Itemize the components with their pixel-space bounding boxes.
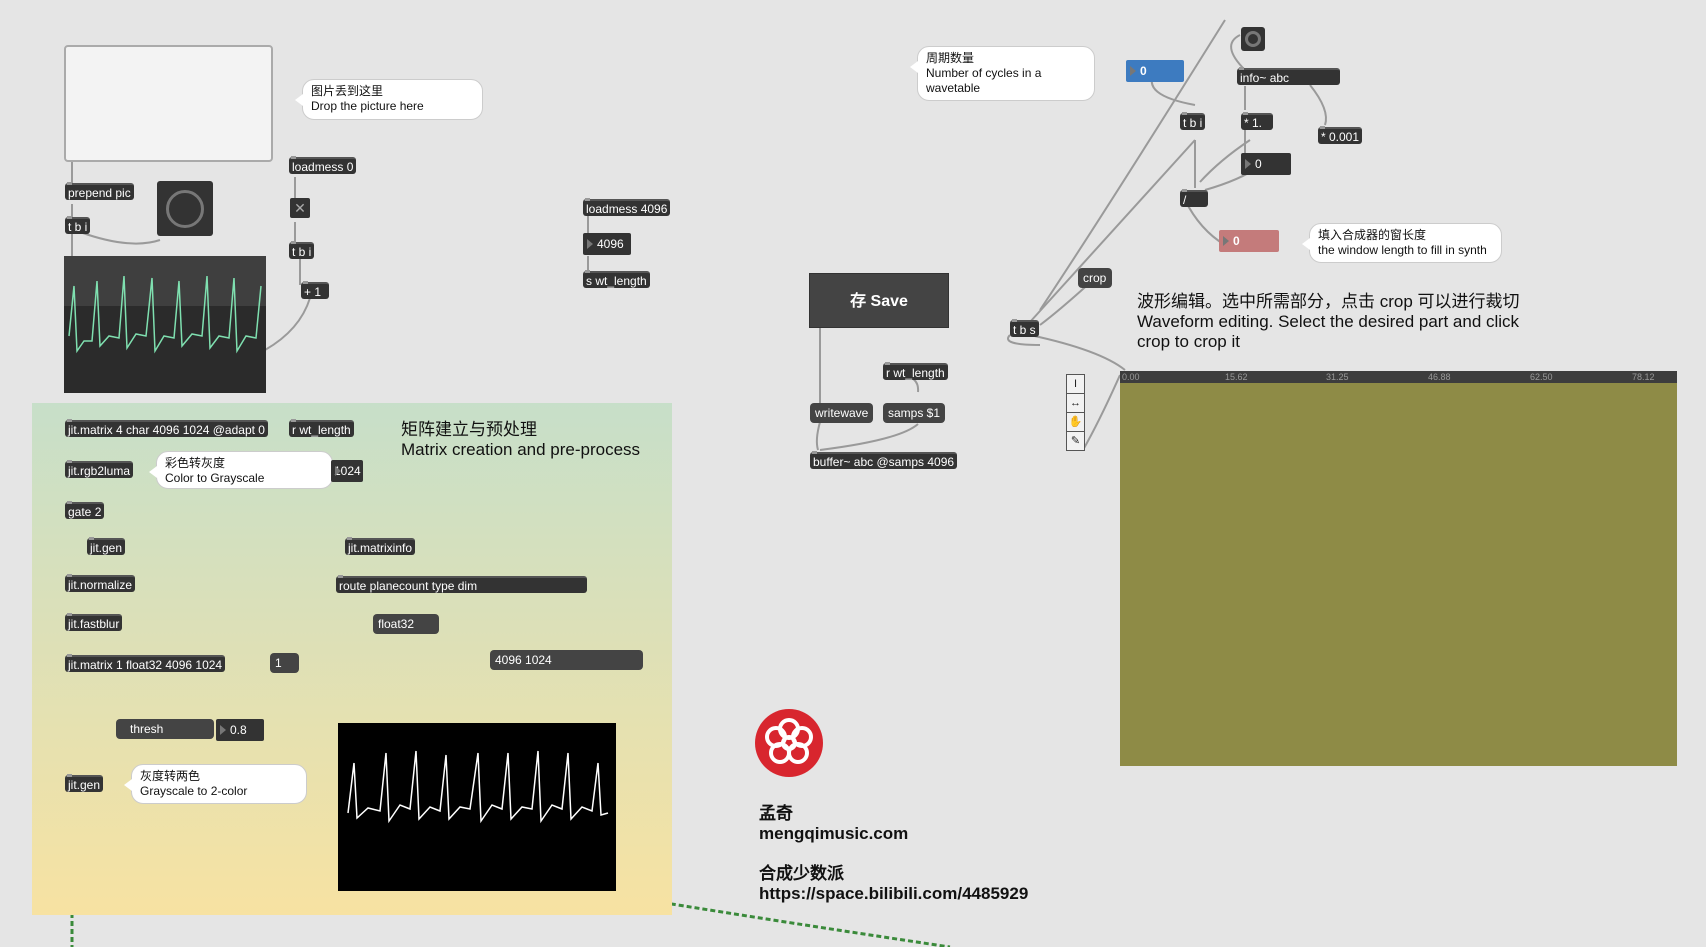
select-tool-icon[interactable]: I bbox=[1067, 375, 1084, 394]
dim-4096-1024-message[interactable]: 4096 1024 bbox=[490, 650, 643, 670]
loadmess-0-object[interactable]: loadmess 0 bbox=[289, 156, 357, 174]
send-wt-length-object[interactable]: s wt_length bbox=[583, 270, 650, 288]
flower-logo-icon bbox=[755, 709, 823, 777]
t-b-i-object-3[interactable]: t b i bbox=[1180, 112, 1206, 130]
bang-button[interactable] bbox=[157, 181, 213, 236]
waveform-editing-label: 波形编辑。选中所需部分，点击 crop 可以进行裁切 Waveform edit… bbox=[1137, 292, 1520, 351]
jit-matrixinfo-object[interactable]: jit.matrixinfo bbox=[345, 537, 416, 555]
jit-gen-object-2[interactable]: jit.gen bbox=[65, 774, 104, 792]
prepend-pic-object[interactable]: prepend pic bbox=[65, 182, 134, 200]
mult-1-object[interactable]: * 1. bbox=[1241, 112, 1273, 130]
color-to-grayscale-comment: 彩色转灰度 Color to Grayscale bbox=[149, 451, 333, 489]
receive-wt-length-object-2[interactable]: r wt_length bbox=[883, 362, 948, 380]
cycles-comment: 周期数量 Number of cycles in a wavetable bbox=[910, 46, 1095, 101]
picture-drop-zone[interactable] bbox=[64, 45, 273, 162]
jit-rgb2luma-object[interactable]: jit.rgb2luma bbox=[65, 460, 134, 478]
group-url[interactable]: https://space.bilibili.com/4485929 bbox=[759, 884, 1029, 903]
ruler-tick: 15.62 bbox=[1225, 372, 1248, 382]
thresh-number[interactable]: 0.8 bbox=[216, 719, 264, 741]
route-object[interactable]: route planecount type dim bbox=[336, 575, 587, 593]
group-name: 合成少数派 bbox=[759, 864, 844, 883]
writewave-message[interactable]: writewave bbox=[810, 403, 873, 423]
plus-1-object[interactable]: + 1 bbox=[301, 281, 329, 299]
pencil-tool-icon[interactable]: ✎ bbox=[1067, 432, 1084, 451]
drop-hint-comment: 图片丢到这里 Drop the picture here bbox=[295, 79, 483, 120]
toggle-x-icon: ✕ bbox=[294, 200, 306, 216]
t-b-s-object[interactable]: t b s bbox=[1010, 319, 1039, 337]
waveform-tool-palette: I ↔ ✋ ✎ bbox=[1066, 374, 1085, 451]
info-abc-object[interactable]: info~ abc bbox=[1237, 67, 1340, 85]
window-length-number[interactable]: 0 bbox=[1219, 230, 1279, 252]
ruler-tick: 62.50 bbox=[1530, 372, 1553, 382]
crop-message[interactable]: crop bbox=[1078, 268, 1112, 288]
toggle-button[interactable]: ✕ bbox=[290, 198, 310, 218]
mult-0001-object[interactable]: * 0.001 bbox=[1318, 126, 1363, 144]
loadmess-4096-object[interactable]: loadmess 4096 bbox=[583, 198, 671, 216]
jit-matrix-4-object[interactable]: jit.matrix 4 char 4096 1024 @adapt 0 bbox=[65, 419, 268, 437]
source-image-preview bbox=[64, 256, 266, 393]
t-b-i-object-1[interactable]: t b i bbox=[65, 216, 91, 234]
gate-2-object[interactable]: gate 2 bbox=[65, 501, 105, 519]
grayscale-to-2-color-comment: 灰度转两色 Grayscale to 2-color bbox=[124, 764, 307, 804]
number-4096[interactable]: 4096 bbox=[583, 233, 631, 255]
info-bang-button[interactable] bbox=[1241, 27, 1265, 51]
ruler-tick: 46.88 bbox=[1428, 372, 1451, 382]
bang-icon bbox=[1245, 31, 1261, 47]
waveform-editor[interactable]: 0.00 15.62 31.25 46.88 62.50 78.12 bbox=[1120, 371, 1677, 766]
jit-normalize-object[interactable]: jit.normalize bbox=[65, 574, 136, 592]
two-color-output-preview bbox=[338, 723, 616, 891]
ruler-tick: 78.12 bbox=[1632, 372, 1655, 382]
number-zero[interactable]: 0 bbox=[1241, 153, 1291, 175]
ruler-tick: 31.25 bbox=[1326, 372, 1349, 382]
message-1[interactable]: 1 bbox=[270, 653, 299, 673]
thresh-slider[interactable]: thresh bbox=[116, 719, 214, 739]
hand-tool-icon[interactable]: ✋ bbox=[1067, 413, 1084, 432]
jit-matrix-1-object[interactable]: jit.matrix 1 float32 4096 1024 bbox=[65, 654, 226, 672]
window-length-comment: 填入合成器的窗长度 the window length to fill in s… bbox=[1302, 223, 1502, 263]
resize-tool-icon[interactable]: ↔ bbox=[1067, 394, 1084, 413]
bang-icon bbox=[166, 190, 204, 228]
number-1024[interactable]: 1024 bbox=[331, 460, 363, 482]
divide-object[interactable]: / bbox=[1180, 189, 1208, 207]
cycles-number[interactable]: 0 bbox=[1126, 60, 1184, 82]
receive-wt-length-object-1[interactable]: r wt_length bbox=[289, 419, 354, 437]
float32-message[interactable]: float32 bbox=[373, 614, 439, 634]
jit-gen-object-1[interactable]: jit.gen bbox=[87, 537, 126, 555]
buffer-abc-object[interactable]: buffer~ abc @samps 4096 bbox=[810, 451, 958, 469]
t-b-i-object-2[interactable]: t b i bbox=[289, 241, 315, 259]
samps-message[interactable]: samps $1 bbox=[883, 403, 945, 423]
author-name: 孟奇 bbox=[759, 804, 793, 823]
jit-fastblur-object[interactable]: jit.fastblur bbox=[65, 613, 123, 631]
ruler-tick: 0.00 bbox=[1122, 372, 1140, 382]
matrix-section-title: 矩阵建立与预处理 Matrix creation and pre-process bbox=[401, 420, 641, 459]
author-website[interactable]: mengqimusic.com bbox=[759, 824, 909, 843]
save-button[interactable]: 存 Save bbox=[809, 273, 949, 328]
waveform-ruler: 0.00 15.62 31.25 46.88 62.50 78.12 bbox=[1120, 371, 1677, 383]
